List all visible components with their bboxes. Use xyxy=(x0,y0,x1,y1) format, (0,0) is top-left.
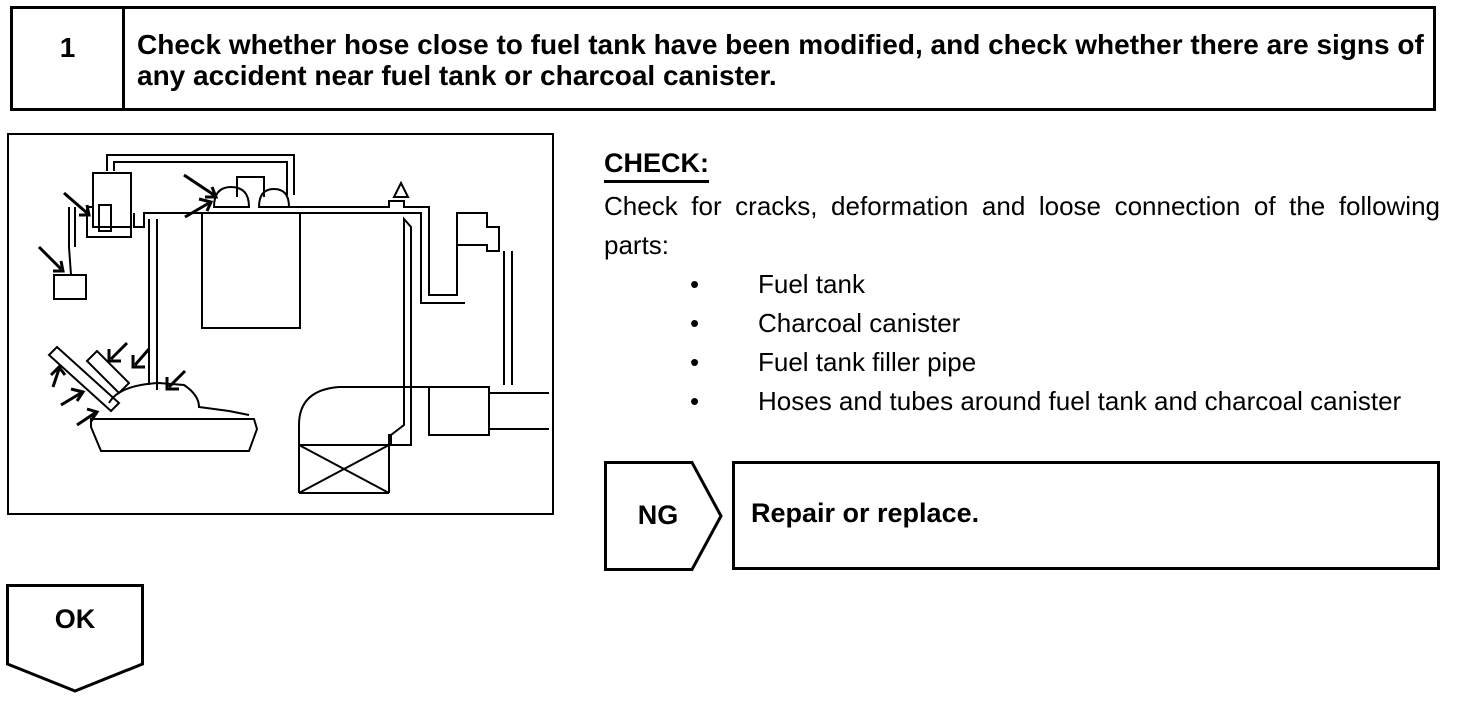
list-item: • Charcoal canister xyxy=(604,304,1440,343)
ng-label: NG xyxy=(637,499,679,530)
bullet: • xyxy=(690,386,700,416)
bullet: • xyxy=(690,347,700,377)
check-description: Check for cracks, deformation and loose … xyxy=(604,191,1440,260)
part-label: Fuel tank xyxy=(758,269,865,299)
fuel-system-illustration xyxy=(7,133,554,515)
step-header: 1 Check whether hose close to fuel tank … xyxy=(10,6,1436,111)
ok-tab: OK xyxy=(6,584,146,694)
ng-tab: NG xyxy=(604,461,724,571)
bullet: • xyxy=(690,269,700,299)
bullet: • xyxy=(690,308,700,338)
step-number: 1 xyxy=(13,9,125,108)
ng-action-text: Repair or replace. xyxy=(751,498,980,528)
fuel-system-diagram xyxy=(37,154,549,494)
list-item: • Fuel tank filler pipe xyxy=(604,343,1440,382)
list-item: • Fuel tank xyxy=(604,265,1440,304)
ng-action-box: Repair or replace. xyxy=(732,461,1440,570)
ng-arrow-shape xyxy=(604,461,723,571)
parts-list: • Fuel tank • Charcoal canister • Fuel t… xyxy=(604,265,1440,421)
part-label: Fuel tank filler pipe xyxy=(758,347,977,377)
ok-label: OK xyxy=(54,604,96,634)
list-item: • Hoses and tubes around fuel tank and c… xyxy=(604,382,1440,421)
part-label: Hoses and tubes around fuel tank and cha… xyxy=(758,386,1402,416)
step-title: Check whether hose close to fuel tank ha… xyxy=(137,29,1424,91)
check-heading: CHECK: xyxy=(604,146,709,183)
check-section: CHECK: Check for cracks, deformation and… xyxy=(604,144,1440,421)
part-label: Charcoal canister xyxy=(758,308,961,338)
ok-arrow-shape xyxy=(6,584,144,693)
